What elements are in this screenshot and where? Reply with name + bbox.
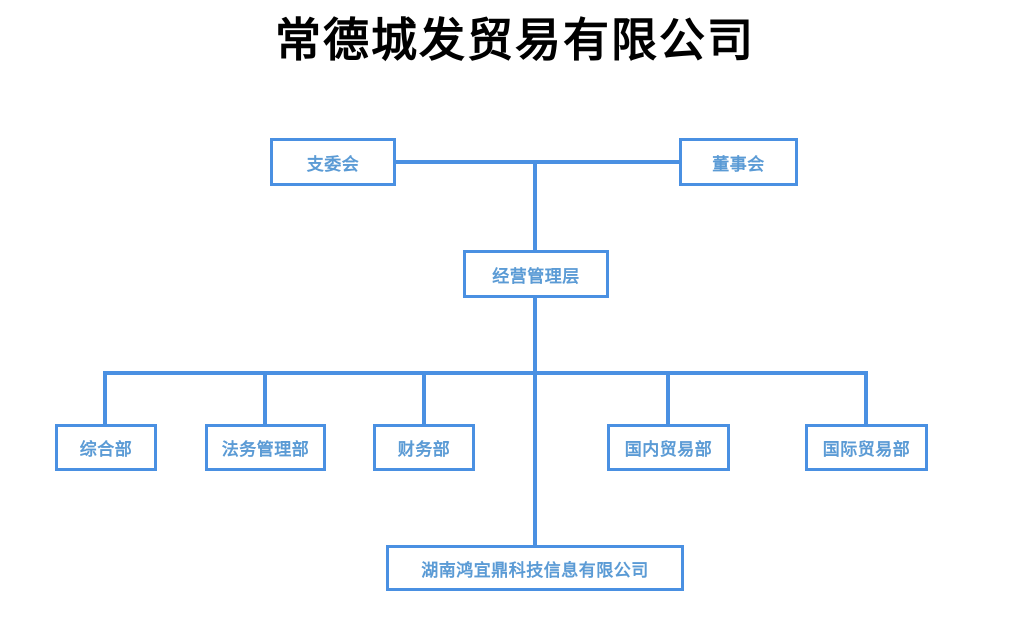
connector-drop-caiwu: [422, 371, 426, 426]
node-subsidiary-company[interactable]: 湖南鸿宜鼎科技信息有限公司: [386, 545, 684, 591]
connector-drop-zonghe: [103, 371, 107, 426]
node-board-of-directors[interactable]: 董事会: [679, 138, 798, 186]
connector-party-to-board: [394, 160, 681, 164]
node-management[interactable]: 经营管理层: [463, 250, 609, 298]
node-department-legal-affairs[interactable]: 法务管理部: [205, 424, 326, 471]
node-department-international-trade[interactable]: 国际贸易部: [805, 424, 928, 471]
node-department-finance[interactable]: 财务部: [373, 424, 475, 471]
node-party-committee[interactable]: 支委会: [270, 138, 396, 186]
page-title: 常德城发贸易有限公司: [275, 15, 755, 66]
connector-trunk-to-management: [533, 160, 537, 252]
node-department-general-affairs[interactable]: 综合部: [55, 424, 157, 471]
connector-drop-fawu: [263, 371, 267, 426]
connector-drop-guoji: [864, 371, 868, 426]
node-department-domestic-trade[interactable]: 国内贸易部: [607, 424, 730, 471]
connector-department-bus: [103, 371, 868, 375]
connector-drop-guonei: [666, 371, 670, 426]
connector-trunk-to-subsidiary: [533, 296, 537, 547]
